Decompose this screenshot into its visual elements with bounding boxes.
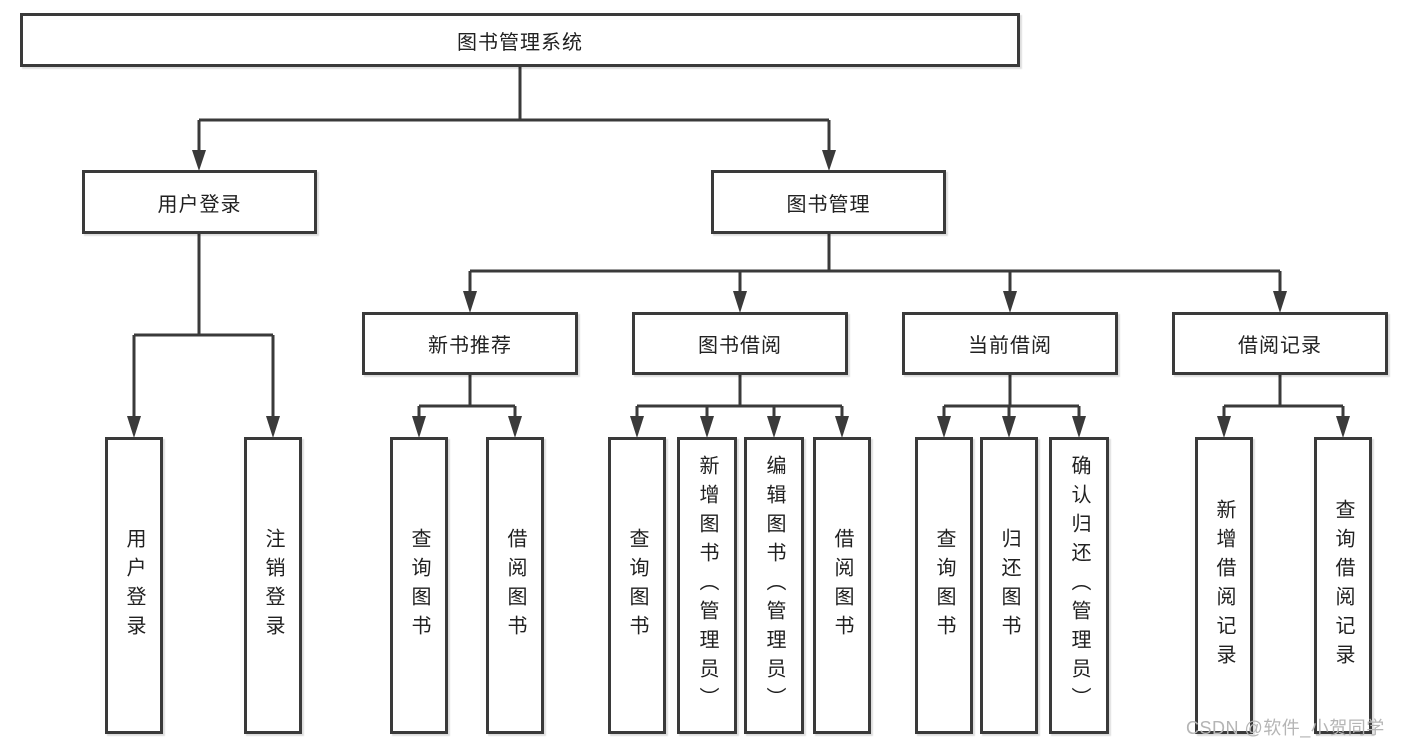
leaf-query-borrow-record: 查询借阅记录 xyxy=(1314,437,1372,734)
node-borrow-records-label: 借阅记录 xyxy=(1238,335,1322,357)
node-root: 图书管理系统 xyxy=(20,13,1020,67)
node-book-borrow-label: 图书借阅 xyxy=(698,335,782,357)
leaf-borrow-books-2-label: 借阅图书 xyxy=(831,527,853,644)
leaf-edit-book-admin-label: 编辑图书（管理员） xyxy=(763,455,785,716)
leaf-borrow-books-1: 借阅图书 xyxy=(486,437,544,734)
leaf-query-books-3-label: 查询图书 xyxy=(933,527,955,644)
node-user-login: 用户登录 xyxy=(82,170,317,234)
leaf-add-borrow-record-label: 新增借阅记录 xyxy=(1213,498,1235,673)
leaf-query-books-3: 查询图书 xyxy=(915,437,973,734)
leaf-query-books-1-label: 查询图书 xyxy=(408,527,430,644)
node-root-label: 图书管理系统 xyxy=(457,31,583,54)
connector-root-to-level2 xyxy=(192,67,836,171)
leaf-add-book-admin: 新增图书（管理员） xyxy=(677,437,737,734)
node-new-book-recommend-label: 新书推荐 xyxy=(428,335,512,357)
leaf-query-books-2: 查询图书 xyxy=(608,437,666,734)
connector-new-book-recommend-to-leaves xyxy=(412,375,522,438)
node-current-borrow-label: 当前借阅 xyxy=(968,335,1052,357)
node-book-management: 图书管理 xyxy=(711,170,946,234)
leaf-query-books-1: 查询图书 xyxy=(390,437,448,734)
connector-borrow-records-to-leaves xyxy=(1217,375,1350,438)
leaf-edit-book-admin: 编辑图书（管理员） xyxy=(744,437,804,734)
node-current-borrow: 当前借阅 xyxy=(902,312,1118,375)
leaf-confirm-return-admin: 确认归还（管理员） xyxy=(1049,437,1109,734)
leaf-query-books-2-label: 查询图书 xyxy=(626,527,648,644)
leaf-query-borrow-record-label: 查询借阅记录 xyxy=(1332,498,1354,673)
node-book-borrow: 图书借阅 xyxy=(632,312,848,375)
leaf-borrow-books-2: 借阅图书 xyxy=(813,437,871,734)
connector-current-borrow-to-leaves xyxy=(937,375,1086,438)
leaf-logout-label: 注销登录 xyxy=(262,527,284,644)
connector-book-borrow-to-leaves xyxy=(630,375,849,438)
node-borrow-records: 借阅记录 xyxy=(1172,312,1388,375)
leaf-return-book: 归还图书 xyxy=(980,437,1038,734)
leaf-confirm-return-admin-label: 确认归还（管理员） xyxy=(1068,455,1090,716)
leaf-logout: 注销登录 xyxy=(244,437,302,734)
leaf-borrow-books-1-label: 借阅图书 xyxy=(504,527,526,644)
leaf-add-book-admin-label: 新增图书（管理员） xyxy=(696,455,718,716)
leaf-user-login: 用户登录 xyxy=(105,437,163,734)
leaf-add-borrow-record: 新增借阅记录 xyxy=(1195,437,1253,734)
node-new-book-recommend: 新书推荐 xyxy=(362,312,578,375)
csdn-watermark: CSDN @软件_小贺同学 xyxy=(1186,718,1385,738)
leaf-user-login-label: 用户登录 xyxy=(123,527,145,644)
leaf-return-book-label: 归还图书 xyxy=(998,527,1020,644)
connector-book-management-to-level3 xyxy=(463,234,1287,313)
node-book-management-label: 图书管理 xyxy=(786,193,871,216)
connector-user-login-to-leaves xyxy=(127,234,280,438)
node-user-login-label: 用户登录 xyxy=(157,193,242,216)
